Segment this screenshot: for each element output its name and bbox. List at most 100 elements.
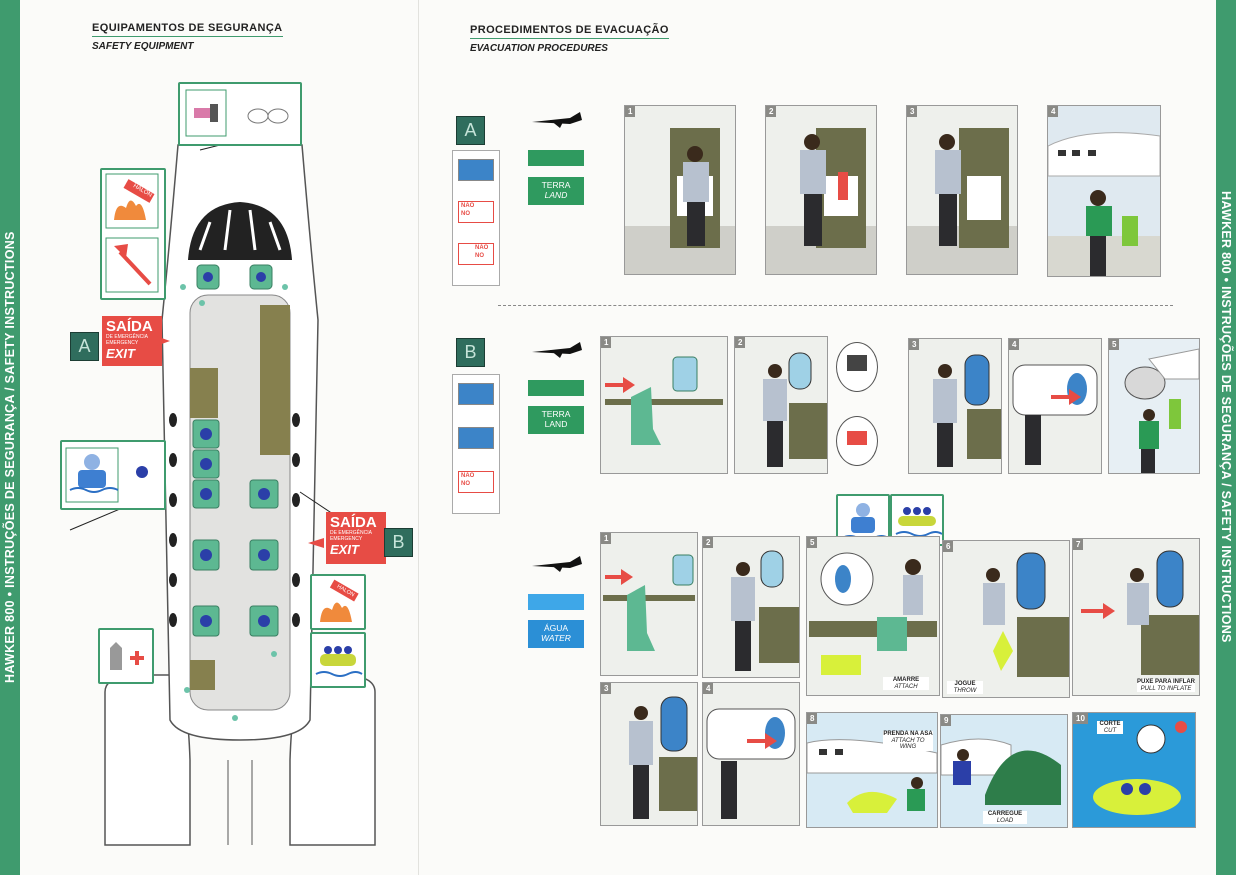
jogue-en: THROW — [953, 687, 977, 694]
procedure-a-symbols: NÃO NO NÃO NO — [452, 150, 500, 286]
fold-line — [418, 0, 419, 875]
step-number: 1 — [625, 106, 636, 117]
procedure-a-step-4: 4 — [1047, 105, 1161, 277]
procedure-b-land-step-2: 2 — [734, 336, 828, 474]
fire-extinguisher-icon — [105, 173, 159, 293]
load-raft-figure — [941, 738, 1061, 805]
right-side-banner: HAWKER 800 • INSTRUÇÕES DE SEGURANÇA / S… — [1219, 191, 1233, 643]
exit-b-letter: B — [384, 528, 413, 557]
procedure-b-water-step-1: 1 — [600, 532, 698, 676]
procedure-a-step-2: 2 — [765, 105, 877, 275]
throw-raft-figure — [983, 552, 1069, 677]
door-handle-figure — [766, 128, 876, 274]
puxe-pt: PUXE PARA INFLAR — [1137, 679, 1196, 685]
no-label-b: NO — [461, 481, 470, 487]
procedure-b-water-step-2: 2 — [702, 536, 800, 678]
exit-a-sign: SAÍDA DE EMERGÊNCIA EMERGENCY EXIT — [102, 316, 162, 366]
evacuation-title-pt: PROCEDIMENTOS DE EVACUAÇÃO — [470, 24, 669, 39]
first-aid-box — [98, 628, 154, 684]
exit-b-sign: SAÍDA DE EMERGÊNCIA EMERGENCY EXIT — [326, 512, 386, 564]
step-number: 9 — [941, 715, 952, 726]
no-label-a1: NO — [461, 211, 470, 217]
airplane-icon-a — [532, 112, 582, 128]
first-aid-icon — [110, 642, 144, 670]
step-number: 2 — [703, 537, 714, 548]
fire-extinguisher-icon-2 — [320, 579, 359, 622]
life-vest-icon — [65, 447, 148, 503]
step-number: 1 — [601, 337, 612, 348]
procedure-b-water-step-3: 3 — [600, 682, 698, 826]
life-raft-icon — [315, 646, 363, 677]
procedure-b-symbols: NÃO NO — [452, 374, 500, 514]
prenda-en: ATTACH TO WING — [891, 737, 925, 751]
exit-a-sub-en: EMERGENCY — [106, 340, 139, 346]
exit-b-exit: EXIT — [330, 542, 359, 557]
prenda-pt: PRENDA NA ASA — [883, 731, 933, 737]
handle-detail-1 — [836, 342, 878, 392]
exit-b-sub-pt: DE EMERGÊNCIA — [330, 530, 372, 536]
amarre-pt: AMARRE — [892, 677, 920, 683]
right-side-band — [1216, 0, 1236, 875]
procedure-a-step-1: 1 — [624, 105, 736, 275]
nao-label-a1: NÃO — [461, 203, 475, 209]
step-number: 2 — [766, 106, 777, 117]
water-label: ÁGUA WATER — [528, 620, 584, 648]
amarre-en: ATTACH — [894, 683, 918, 690]
carregue-en: LOAD — [996, 817, 1014, 824]
land-label-a-en: LAND — [544, 189, 568, 200]
corte-pt: CORTE — [1099, 721, 1121, 727]
airplane-icon-b-water — [532, 556, 582, 572]
exit-a-letter: A — [70, 332, 99, 361]
exit-b-title: SAÍDA — [330, 514, 377, 531]
cut-raft-figure — [1093, 721, 1187, 815]
step-number: 1 — [601, 533, 612, 544]
procedure-b-letter: B — [456, 338, 485, 367]
safety-equipment-header: EQUIPAMENTOS DE SEGURANÇA SAFETY EQUIPME… — [92, 22, 283, 52]
step-number: 5 — [807, 537, 818, 548]
exit-a-arrow-icon — [156, 336, 170, 346]
land-label-b-en: LAND — [544, 418, 568, 429]
water-label-pt: ÁGUA — [543, 623, 569, 633]
land-ground-a — [528, 150, 584, 166]
no-smoking-sign-a: NÃO NO — [458, 201, 494, 223]
step-number: 7 — [1073, 539, 1084, 550]
life-raft-box — [310, 632, 366, 688]
stairs-figure — [907, 128, 1017, 274]
step-number: 4 — [1009, 339, 1020, 350]
no-luggage-sign-a: NÃO NO — [458, 243, 494, 265]
nao-label-a2: NÃO — [475, 245, 489, 251]
exit-b-sub-en: EMERGENCY — [330, 536, 363, 542]
nao-label-b: NÃO — [461, 473, 475, 479]
land-label-a-pt: TERRA — [541, 180, 571, 190]
step-number: 5 — [1109, 339, 1120, 350]
window-handle-figure — [763, 352, 827, 467]
safety-equipment-title-pt: EQUIPAMENTOS DE SEGURANÇA — [92, 22, 283, 37]
seat-figure-water — [603, 554, 695, 651]
exit-b-arrow-icon — [308, 538, 324, 548]
seat-sign-icon — [458, 159, 494, 181]
water-label-en: WATER — [541, 632, 571, 643]
life-raft-icon-2 — [895, 507, 943, 537]
left-side-band — [0, 0, 20, 875]
run-away-figure — [1124, 348, 1199, 473]
step-number: 8 — [807, 713, 818, 724]
halon-box-2: HALON — [310, 574, 366, 630]
flashlight-icon — [185, 89, 227, 137]
step-number: 4 — [703, 683, 714, 694]
aircraft-cabin-diagram — [69, 144, 376, 846]
exit-a-sub-pt: DE EMERGÊNCIA — [106, 334, 148, 340]
remove-window-figure — [1012, 364, 1098, 465]
life-vest-box — [60, 440, 166, 510]
procedure-b-land-step-4: 4 — [1008, 338, 1102, 474]
seat-sign-icon-b — [458, 383, 494, 405]
